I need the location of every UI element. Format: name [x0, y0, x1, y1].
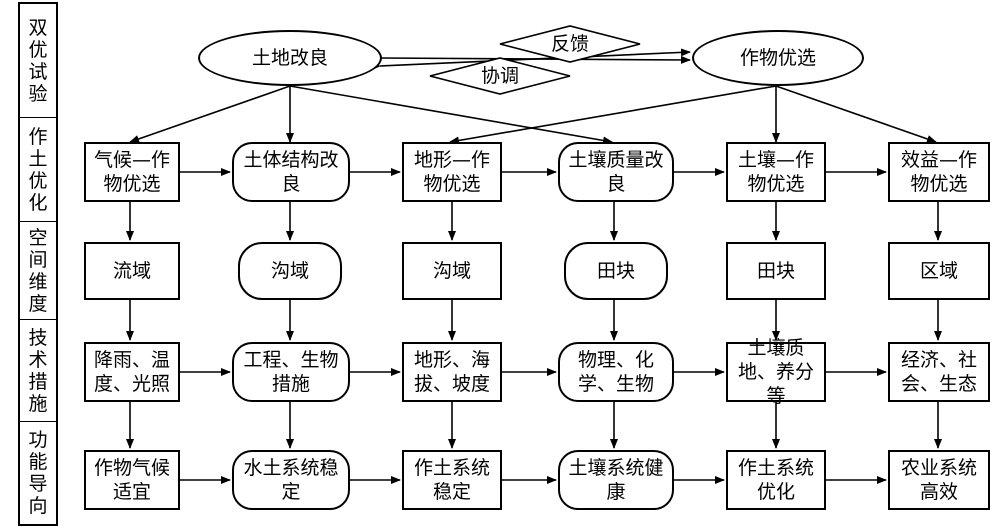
node-label: 沟域	[270, 260, 309, 282]
node-label: 土壤质量改良	[568, 149, 664, 195]
engineering-biology-node: 工程、生物措施	[232, 342, 350, 402]
agriculture-efficient-node: 农业系统高效	[888, 450, 990, 510]
region-node: 区域	[888, 242, 990, 300]
terrain-crop-node: 地形—作物优选	[402, 142, 502, 202]
rain-temp-light-node: 降雨、温度、光照	[84, 342, 180, 402]
coordinate-diamond	[429, 57, 571, 95]
sidebar-cell-crop-soil: 作土优化	[18, 118, 58, 222]
crop-soil-stable-node: 作土系统稳定	[402, 450, 502, 510]
node-label: 作土系统优化	[737, 457, 814, 503]
node-label: 地形、海拔、坡度	[413, 349, 490, 395]
terrain-altitude-slope-node: 地形、海拔、坡度	[402, 342, 502, 402]
node-label: 土地改良	[251, 47, 328, 69]
node-label: 流域	[112, 260, 151, 282]
node-label: 土壤—作物优选	[737, 149, 814, 195]
water-soil-stable-node: 水土系统稳定	[232, 450, 350, 510]
soil-quality-node: 土壤质量改良	[558, 142, 674, 202]
node-label: 经济、社会、生态	[900, 349, 977, 395]
benefit-crop-node: 效益—作物优选	[888, 142, 990, 202]
soil-crop-node: 土壤—作物优选	[726, 142, 826, 202]
land-improvement-node: 土地改良	[198, 30, 382, 86]
crop-soil-optimized-node: 作土系统优化	[726, 450, 826, 510]
sidebar-cell-spatial: 空间维度	[18, 222, 58, 320]
sidebar-cell-dual-optimization: 双优试验	[18, 2, 58, 118]
sidebar-cell-function: 功能导向	[18, 422, 58, 526]
field-node-2: 田块	[726, 242, 826, 300]
node-label: 气候—作物优选	[93, 149, 170, 195]
soil-structure-node: 土体结构改良	[232, 142, 350, 202]
crop-climate-suitable-node: 作物气候适宜	[84, 450, 180, 510]
node-label: 效益—作物优选	[900, 149, 977, 195]
node-label: 土壤质地、养分等	[737, 337, 814, 407]
gully-node-1: 沟域	[238, 242, 342, 300]
node-label: 水土系统稳定	[243, 457, 339, 503]
sidebar-label: 技术措施	[28, 326, 48, 415]
gully-node-2: 沟域	[402, 242, 502, 300]
crop-selection-node: 作物优选	[692, 30, 864, 86]
sidebar-label: 双优试验	[28, 16, 48, 105]
node-label: 地形—作物优选	[413, 149, 490, 195]
node-label: 沟域	[432, 260, 471, 282]
feedback-label: 反馈	[550, 33, 589, 55]
physical-chemical-biological-node: 物理、化学、生物	[558, 342, 674, 402]
node-label: 农业系统高效	[900, 457, 977, 503]
climate-crop-node: 气候—作物优选	[84, 142, 180, 202]
sidebar-label: 功能导向	[28, 429, 48, 517]
soil-system-healthy-node: 土壤系统健康	[558, 450, 674, 510]
soil-texture-nutrient-node: 土壤质地、养分等	[726, 337, 826, 407]
node-label: 物理、化学、生物	[577, 349, 654, 395]
sidebar-label: 空间维度	[28, 226, 48, 315]
watershed-node: 流域	[84, 242, 180, 300]
node-label: 作土系统稳定	[413, 457, 490, 503]
node-label: 田块	[756, 260, 795, 282]
node-label: 田块	[596, 260, 635, 282]
node-label: 区域	[919, 260, 958, 282]
economy-society-ecology-node: 经济、社会、生态	[888, 342, 990, 402]
node-label: 土壤系统健康	[568, 457, 664, 503]
node-label: 作物优选	[739, 47, 816, 69]
sidebar-cell-technical: 技术措施	[18, 320, 58, 422]
node-label: 工程、生物措施	[243, 349, 339, 395]
coordinate-label: 协调	[480, 65, 519, 87]
feedback-diamond	[499, 25, 641, 63]
node-label: 作物气候适宜	[93, 457, 170, 503]
field-node-1: 田块	[564, 242, 668, 300]
node-label: 降雨、温度、光照	[93, 349, 170, 395]
sidebar-label: 作土优化	[28, 125, 48, 214]
node-label: 土体结构改良	[243, 149, 339, 195]
